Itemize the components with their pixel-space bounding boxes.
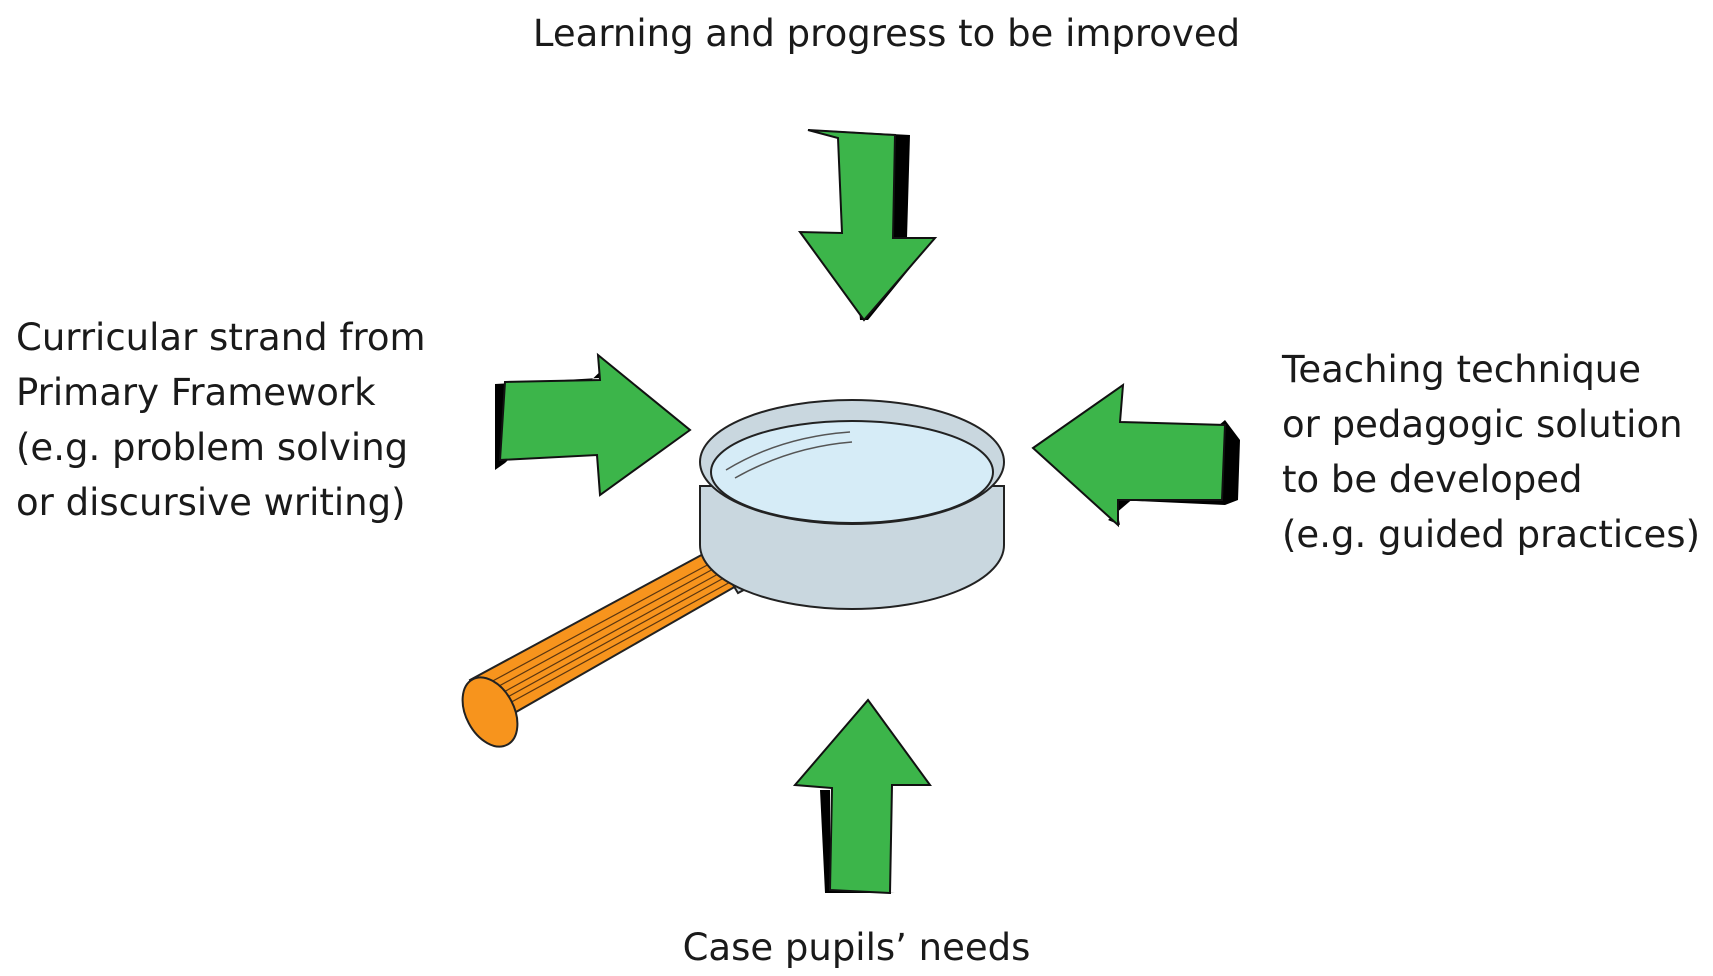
label-learning-progress: Learning and progress to be improved	[30, 6, 1713, 61]
arrow-up-icon	[792, 698, 932, 895]
label-line: or pedagogic solution	[1282, 403, 1683, 446]
label-line: (e.g. problem solving	[16, 426, 409, 469]
arrow-right-icon	[495, 352, 692, 497]
label-line: Case pupils’ needs	[682, 926, 1031, 969]
label-curricular-strand: Curricular strand from Primary Framework…	[16, 310, 426, 530]
label-line: Learning and progress to be improved	[532, 12, 1241, 55]
lens	[699, 399, 1005, 610]
label-line: (e.g. guided practices)	[1282, 513, 1701, 556]
label-line: Teaching technique	[1282, 348, 1642, 391]
label-line: or discursive writing)	[16, 481, 406, 524]
label-teaching-technique: Teaching technique or pedagogic solution…	[1282, 342, 1700, 562]
magnifying-glass-icon	[461, 399, 1005, 748]
label-case-pupils-needs: Case pupils’ needs	[0, 920, 1713, 975]
arrow-left-icon	[1031, 382, 1240, 528]
label-line: to be developed	[1282, 458, 1583, 501]
label-line: Curricular strand from	[16, 316, 426, 359]
label-line: Primary Framework	[16, 371, 376, 414]
arrow-down-icon	[798, 129, 938, 322]
